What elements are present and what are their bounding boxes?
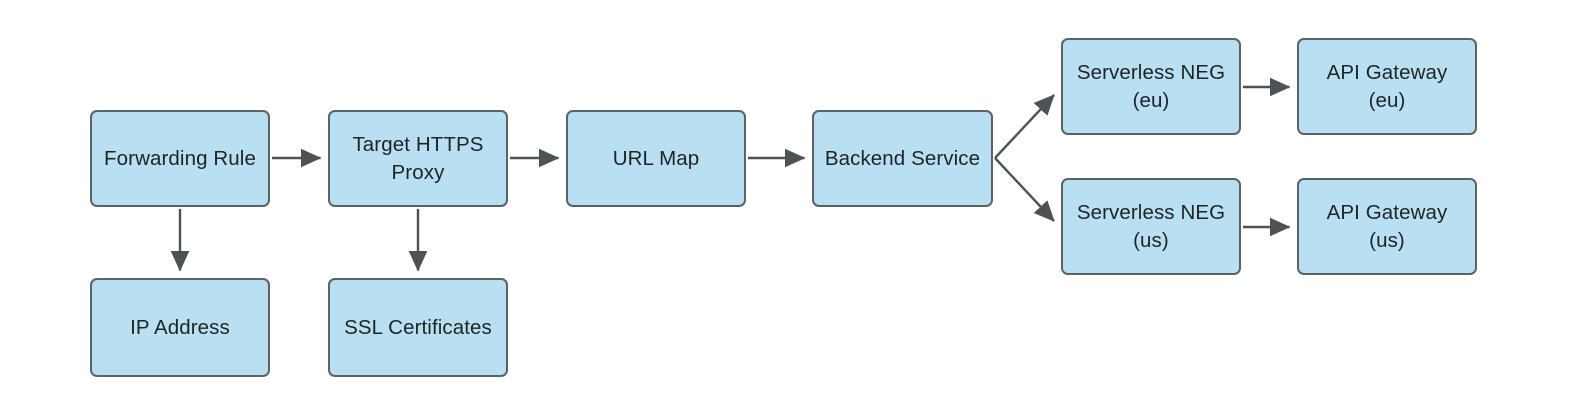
node-api-gateway-eu[interactable]: API Gateway (eu) xyxy=(1297,38,1477,135)
node-serverless-neg-eu[interactable]: Serverless NEG (eu) xyxy=(1061,38,1241,135)
node-url-map[interactable]: URL Map xyxy=(566,110,746,207)
node-target-https-proxy[interactable]: Target HTTPS Proxy xyxy=(328,110,508,207)
node-forwarding-rule[interactable]: Forwarding Rule xyxy=(90,110,270,207)
node-backend-service[interactable]: Backend Service xyxy=(812,110,993,207)
node-ip-address[interactable]: IP Address xyxy=(90,278,270,377)
node-ssl-certificates[interactable]: SSL Certificates xyxy=(328,278,508,377)
node-api-gateway-us[interactable]: API Gateway (us) xyxy=(1297,178,1477,275)
edge-backend-service-to-serverless-neg-eu xyxy=(994,94,1055,159)
node-serverless-neg-us[interactable]: Serverless NEG (us) xyxy=(1061,178,1241,275)
edge-backend-service-to-serverless-neg-us xyxy=(994,157,1055,222)
